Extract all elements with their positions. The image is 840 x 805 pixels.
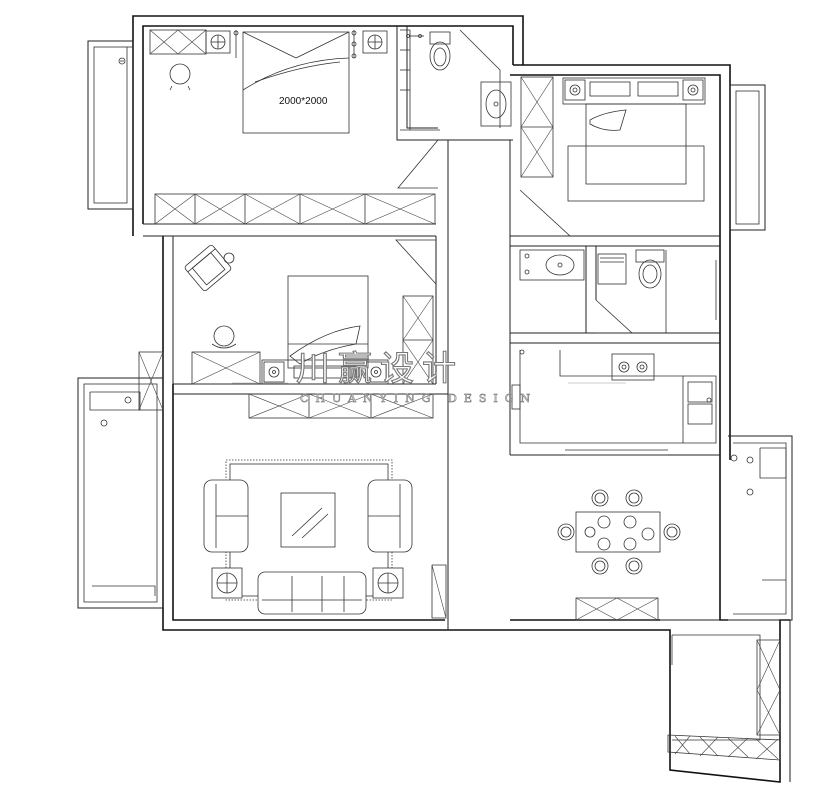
bed-bedroom-three bbox=[567, 103, 705, 202]
nightstand-b2-left bbox=[263, 361, 285, 383]
nightstand-b3-right bbox=[682, 79, 704, 101]
basin-master bbox=[480, 81, 512, 127]
balcony-bottom-right bbox=[660, 619, 791, 782]
dining-chairs bbox=[557, 489, 681, 575]
interior-walls bbox=[143, 26, 720, 630]
desk-chair bbox=[211, 325, 237, 349]
wardrobe-second bbox=[402, 295, 434, 385]
dining-table bbox=[575, 511, 661, 553]
balcony-right-top bbox=[729, 84, 766, 231]
shoe-cabinet bbox=[248, 393, 434, 419]
balcony-door-cabinet bbox=[138, 351, 164, 411]
toilet-second bbox=[635, 249, 665, 289]
balcony-left-bottom bbox=[77, 377, 164, 609]
stove bbox=[611, 353, 655, 381]
sideboard bbox=[575, 597, 659, 621]
desk bbox=[191, 351, 261, 385]
armchair-left bbox=[203, 479, 249, 553]
living-room bbox=[203, 459, 413, 615]
coffee-table bbox=[280, 492, 336, 548]
armchair-right bbox=[367, 479, 413, 553]
second-bathroom bbox=[519, 249, 717, 333]
wardrobe-bedroom-three bbox=[520, 76, 554, 178]
side-table-right bbox=[372, 567, 404, 599]
nightstand-right bbox=[362, 30, 388, 54]
second-bedroom bbox=[138, 244, 434, 419]
sofa bbox=[257, 571, 367, 615]
toilet-master bbox=[429, 31, 451, 71]
master-bedroom: 2000*2000 bbox=[149, 29, 436, 225]
nightstand-left bbox=[205, 30, 231, 54]
tv-cabinet-second bbox=[261, 359, 389, 385]
balcony-left-top bbox=[87, 40, 134, 210]
side-table-left bbox=[211, 567, 243, 599]
nightstand-b3-left bbox=[564, 79, 586, 101]
watermark: 川赢设计 CHUANYING DESIGN bbox=[232, 348, 626, 405]
bedroom-three bbox=[520, 76, 706, 202]
dining-area bbox=[557, 489, 681, 621]
washer bbox=[597, 253, 627, 285]
kitchen bbox=[511, 349, 717, 444]
armchair bbox=[184, 244, 235, 292]
watermark-sub: CHUANYING DESIGN bbox=[300, 392, 537, 405]
bed-size-label: 2000*2000 bbox=[279, 96, 328, 107]
master-wardrobe bbox=[154, 193, 436, 225]
balcony-right-bottom bbox=[728, 435, 793, 621]
nightstand-b2-right bbox=[365, 361, 387, 383]
second-bed bbox=[287, 275, 369, 369]
master-bed: 2000*2000 bbox=[242, 31, 350, 134]
master-bathroom bbox=[400, 29, 512, 131]
watermark-main: 川赢设计 bbox=[296, 349, 464, 389]
round-stool bbox=[169, 63, 191, 91]
kitchen-sink bbox=[687, 381, 713, 425]
